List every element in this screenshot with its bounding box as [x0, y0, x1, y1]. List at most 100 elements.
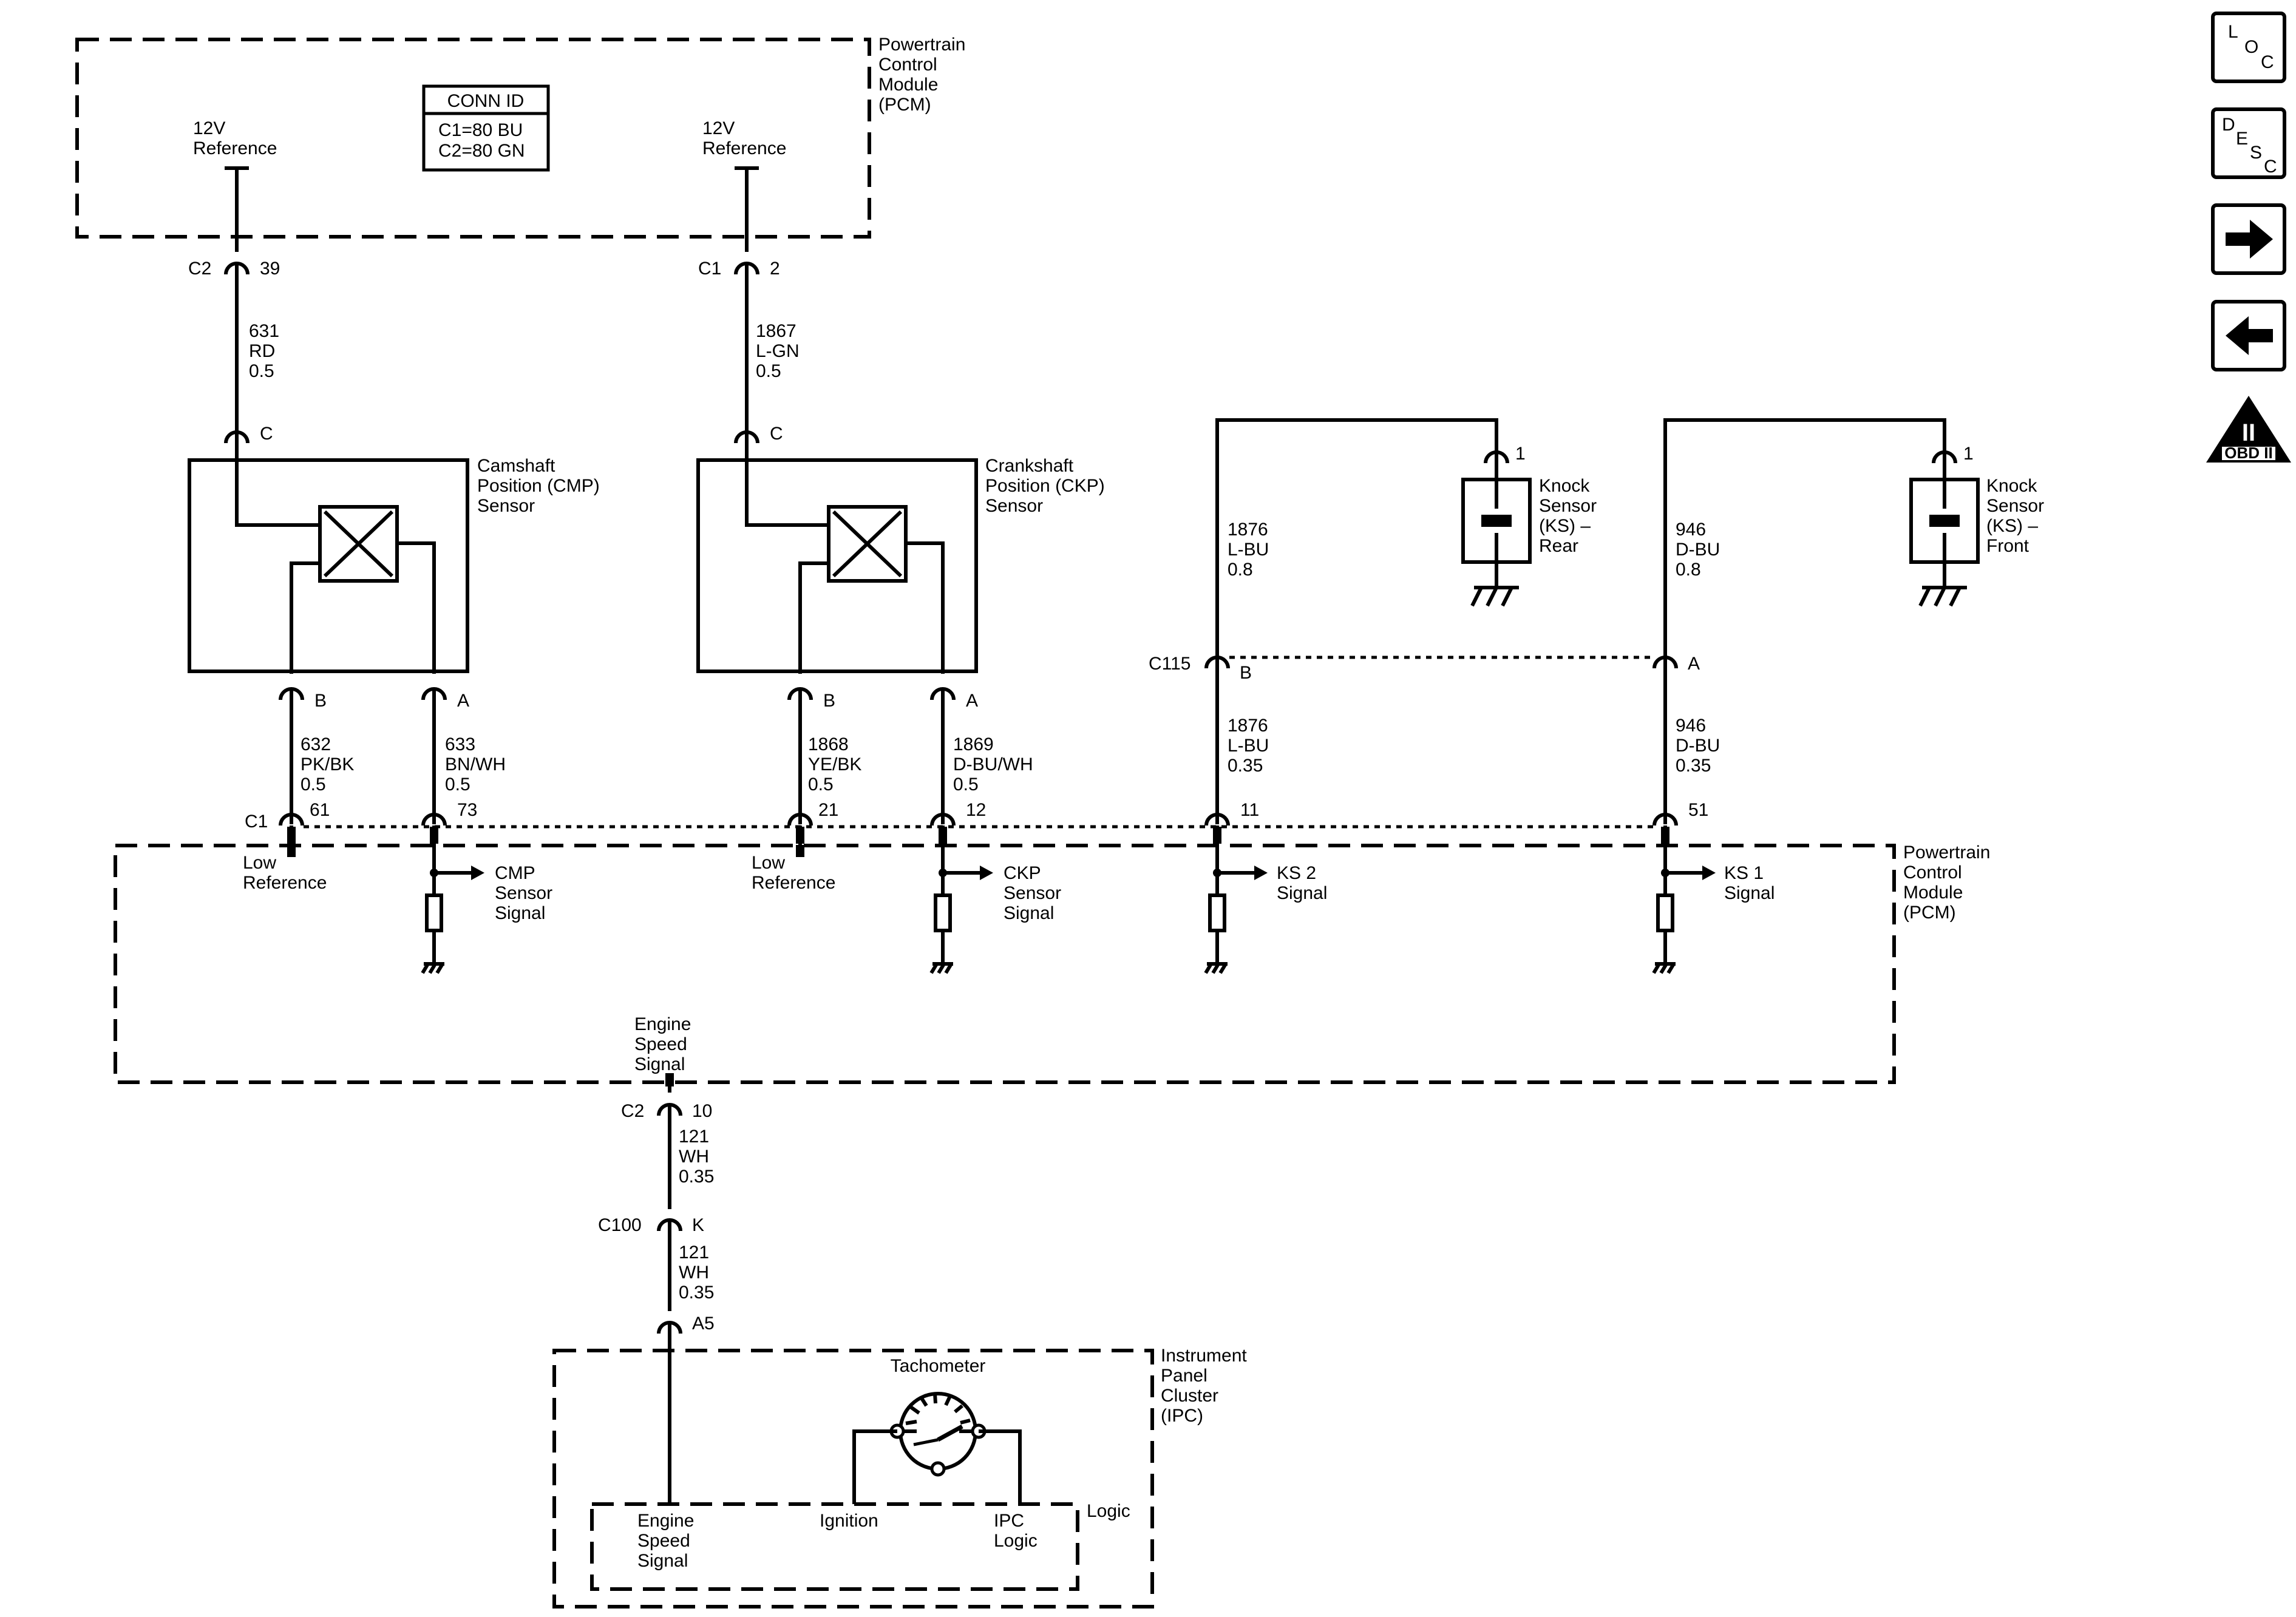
conn-id-title: CONN ID — [447, 91, 525, 111]
ref-right-1: 12V — [702, 118, 735, 138]
ks-front-label-1: Knock — [1986, 476, 2037, 496]
ipc-label-1: Instrument — [1161, 1346, 1247, 1366]
tachometer-label: Tachometer — [891, 1356, 986, 1376]
cmp-c-pin: C — [260, 424, 273, 444]
pcm-top-label-4: (PCM) — [878, 95, 931, 115]
ipc-label-4: (IPC) — [1161, 1406, 1203, 1426]
knock-sensor-front: 1 Knock Sensor (KS) – Front 946 D-BU 0.8 — [1663, 418, 2044, 659]
w631-color: RD — [249, 341, 275, 361]
ckp-label-1: Crankshaft — [985, 456, 1074, 476]
ipc-a5-pin: A5 — [692, 1314, 715, 1334]
ks1-signal-1: KS 1 — [1724, 863, 1764, 883]
nav-desc-button[interactable]: D E S C — [2211, 107, 2286, 179]
cmp-signal-1: CMP — [495, 863, 535, 883]
w1869-color: D-BU/WH — [953, 754, 1033, 775]
obd-ii-symbol: II — [2242, 419, 2255, 446]
nav-next-button[interactable] — [2211, 203, 2286, 275]
ipc-engine-speed-2: Speed — [637, 1531, 690, 1551]
ks2-signal-1: KS 2 — [1277, 863, 1316, 883]
c115-a-pin: A — [1688, 654, 1700, 674]
ks-rear-pin: 1 — [1515, 444, 1526, 464]
pcm-main-module: Powertrain Control Module (PCM) Low Refe… — [114, 827, 1990, 1084]
c115-id: C115 — [1149, 654, 1191, 674]
w946a-size: 0.8 — [1676, 560, 1701, 580]
w121a-color: WH — [679, 1147, 709, 1167]
w121b-color: WH — [679, 1263, 709, 1283]
ckp-signal-2: Sensor — [1004, 883, 1061, 903]
cmp-label-1: Camshaft — [477, 456, 555, 476]
engine-speed-1: Engine — [634, 1014, 691, 1034]
engine-speed-2: Speed — [634, 1034, 687, 1054]
obd-ii-button[interactable]: II OBD II — [2206, 396, 2291, 463]
w633-color: BN/WH — [445, 754, 506, 775]
w1867-num: 1867 — [756, 321, 796, 341]
ks-front-label-3: (KS) – — [1986, 516, 2038, 536]
ckp-c-pin: C — [770, 424, 783, 444]
w121a-size: 0.35 — [679, 1167, 714, 1187]
pcm-73-pin: 73 — [457, 800, 477, 820]
ckp-b-pin: B — [823, 691, 835, 711]
pcm-top-label-1: Powertrain — [878, 35, 965, 55]
w632-color: PK/BK — [301, 754, 354, 775]
c2-39-id: C2 — [188, 259, 211, 279]
ipc-logic-2: Logic — [994, 1531, 1038, 1551]
w946b-color: D-BU — [1676, 736, 1720, 756]
w1868-num: 1868 — [808, 734, 849, 754]
pcm-12-pin: 12 — [966, 800, 986, 820]
c100-k-pin: K — [692, 1215, 704, 1235]
cmp-a-pin: A — [457, 691, 469, 711]
low-ref-2-b: Reference — [752, 873, 835, 893]
ipc-module: Instrument Panel Cluster (IPC) Logic Tac… — [552, 1346, 1247, 1609]
low-ref-1-a: Low — [243, 853, 276, 873]
pcm-main-label-1: Powertrain — [1903, 842, 1990, 863]
ckp-label-3: Sensor — [985, 496, 1043, 516]
c2-10-pin: 10 — [692, 1101, 712, 1121]
wire-1867: C1 2 1867 L-GN 0.5 C — [698, 168, 800, 461]
w1868-size: 0.5 — [808, 775, 834, 795]
w1869-size: 0.5 — [953, 775, 979, 795]
nav-loc-button[interactable]: L O C — [2211, 12, 2286, 83]
ckp-signal-1: CKP — [1004, 863, 1041, 883]
w121b-num: 121 — [679, 1242, 709, 1263]
nav-prev-button[interactable] — [2211, 300, 2286, 371]
engine-speed-3: Signal — [634, 1054, 685, 1074]
cmp-signal-2: Sensor — [495, 883, 552, 903]
pcm-51-pin: 51 — [1688, 800, 1708, 820]
ref-right-2: Reference — [702, 138, 786, 158]
ks-front-label-4: Front — [1986, 536, 2029, 556]
ckp-signal-3: Signal — [1004, 903, 1054, 923]
c100-k-id: C100 — [598, 1215, 642, 1235]
ipc-engine-speed-1: Engine — [637, 1511, 694, 1531]
ref-left-2: Reference — [193, 138, 277, 158]
c1-2-id: C1 — [698, 259, 721, 279]
pcm-top-label-2: Control — [878, 55, 937, 75]
ipc-label-3: Cluster — [1161, 1386, 1218, 1406]
ipc-label-2: Panel — [1161, 1366, 1207, 1386]
low-ref-2-a: Low — [752, 853, 785, 873]
ks1-signal-circuit: KS 1 Signal — [1652, 847, 1775, 974]
c115-b-pin: B — [1240, 663, 1252, 683]
w121a-num: 121 — [679, 1127, 709, 1147]
w1876b-num: 1876 — [1228, 716, 1268, 736]
ipc-logic-1: IPC — [994, 1511, 1024, 1531]
cmp-sensor: Camshaft Position (CMP) Sensor — [188, 456, 600, 674]
w632-num: 632 — [301, 734, 331, 754]
ks-front-label-2: Sensor — [1986, 496, 2044, 516]
w946b-size: 0.35 — [1676, 756, 1711, 776]
low-ref-1-b: Reference — [243, 873, 327, 893]
ipc-engine-speed-3: Signal — [637, 1551, 688, 1571]
w1876a-num: 1876 — [1228, 520, 1268, 540]
w631-num: 631 — [249, 321, 279, 341]
cmp-signal-circuit: CMP Sensor Signal — [421, 847, 552, 974]
knock-sensor-rear: 1 Knock Sensor (KS) – Rear 1876 L-BU 0.8 — [1215, 418, 1597, 659]
ks2-signal-2: Signal — [1277, 883, 1327, 903]
obd-ii-label: OBD II — [2224, 444, 2272, 462]
cmp-ckp-lower-wires: B A B A 632 PK/BK 0.5 633 BN/WH 0.5 1868… — [245, 687, 1033, 847]
w1868-color: YE/BK — [808, 754, 861, 775]
c1-2-pin: 2 — [770, 259, 780, 279]
loc-letter-l: L — [2228, 22, 2238, 42]
ks2-signal-circuit: KS 2 Signal — [1204, 847, 1327, 974]
arrow-left-icon — [2226, 316, 2273, 355]
ckp-label-2: Position (CKP) — [985, 476, 1105, 496]
